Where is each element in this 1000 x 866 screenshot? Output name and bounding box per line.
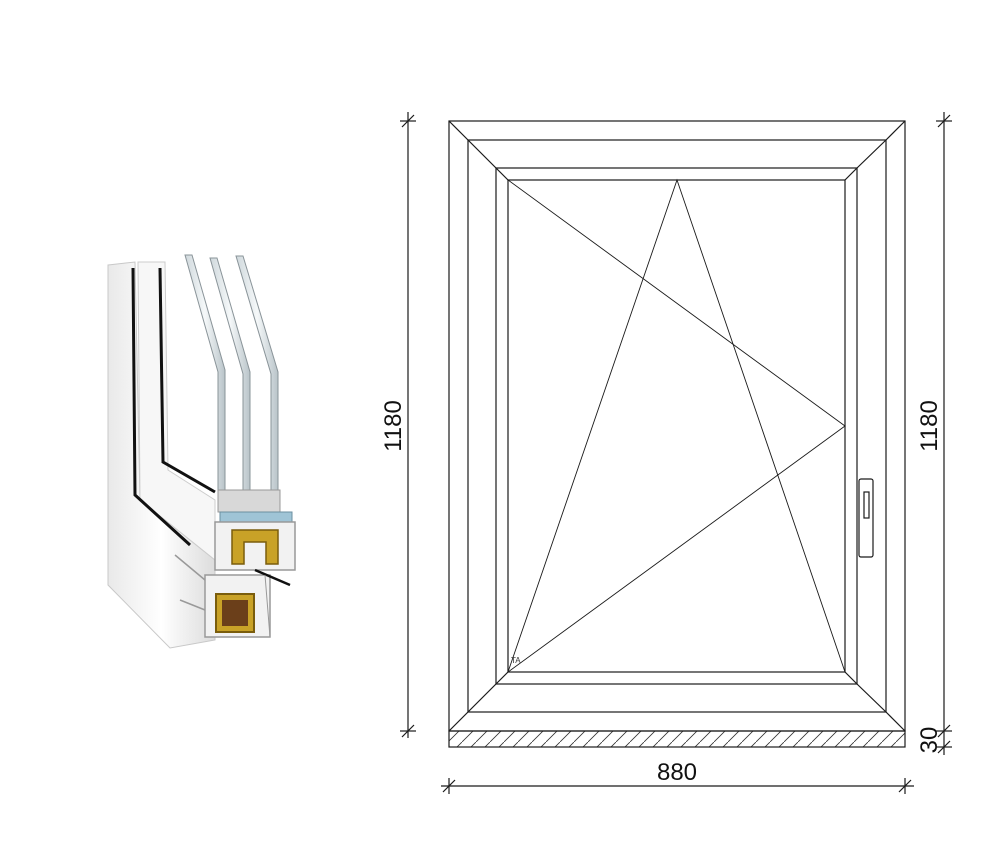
tilt-opening-symbol [507, 178, 846, 673]
gasket-line-inner [158, 267, 216, 494]
glass-spacer-blue [219, 511, 293, 523]
hinge-marker-label: TA [511, 656, 521, 665]
frame-reinforcement-hollow [222, 600, 248, 626]
sill-height-label: 30 [916, 727, 943, 754]
turn-opening-symbol [507, 179, 846, 673]
profile-cross-section [107, 254, 296, 649]
window-elevation [448, 120, 906, 748]
height-label-right: 1180 [916, 400, 943, 452]
dimension-lines [400, 112, 952, 794]
width-label: 880 [657, 759, 697, 786]
window-handle [858, 478, 874, 558]
height-label-left: 1180 [380, 400, 407, 452]
glass-pane-2 [209, 257, 251, 496]
sash-chamber [214, 521, 296, 571]
sill-profile [448, 730, 906, 748]
outer-frame-inner-edge [467, 139, 887, 713]
sash-frame-inner-edge [507, 179, 846, 673]
outer-frame [448, 120, 906, 732]
sash-frame [495, 167, 858, 685]
glass-pane-3 [235, 255, 279, 496]
sash-reinforcement [231, 529, 279, 565]
gasket-line-outer [131, 267, 192, 547]
glass-spacer [217, 489, 281, 513]
